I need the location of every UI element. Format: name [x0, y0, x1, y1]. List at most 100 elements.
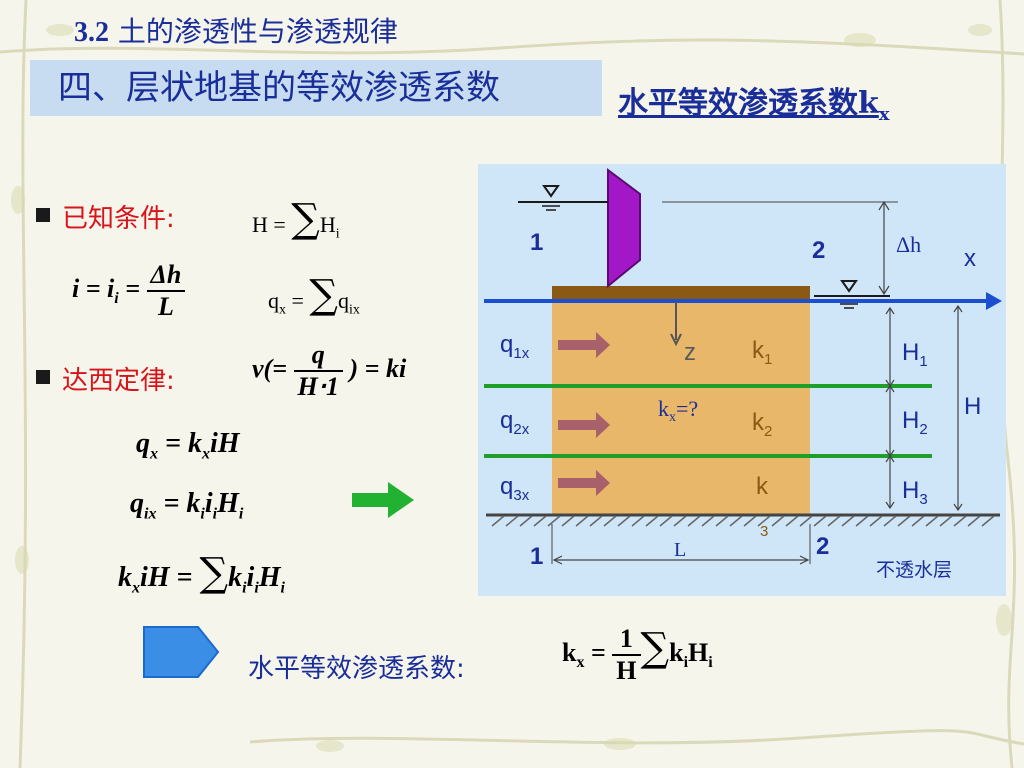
flow-label-2: q2x [500, 407, 530, 438]
title-text: 土的渗透性与渗透规律 [109, 15, 398, 48]
eq2-den: L [157, 292, 174, 321]
layer-k3-sub: 3 [760, 523, 768, 540]
section-2-bottom-label: 2 [816, 533, 829, 560]
kx-heading-text: 水平等效渗透系数k [618, 86, 879, 121]
e3-c: k [228, 562, 243, 593]
darcy-fraction: q H⋅1 [293, 340, 344, 402]
e2-a: q [130, 488, 144, 519]
result-num: 1 [612, 624, 641, 656]
e2-d: H [217, 488, 239, 519]
eq1-rhs: H [319, 212, 336, 237]
eq2-num: Δh [146, 260, 186, 292]
eq2-lhs-sub: i [114, 290, 119, 308]
soil-block [552, 286, 810, 514]
equation-gradient: i = ii = Δh L [72, 260, 186, 322]
equation-qx: qx = kxiH [136, 428, 240, 464]
e3-a: k [118, 562, 132, 593]
e2-c: i [204, 488, 213, 519]
e2-b-sub: i [200, 505, 205, 523]
result-rhs2-sub: i [708, 654, 713, 672]
e3-d-sub: i [254, 579, 259, 597]
flow-arrow-2-icon [558, 412, 610, 438]
known-conditions-label: 已知条件: [62, 204, 175, 234]
length-label: L [674, 539, 686, 561]
e3-e: H [258, 562, 281, 593]
darcy-den: H⋅1 [297, 372, 340, 401]
title-number: 3.2 [74, 17, 109, 48]
l-arrows-icon [552, 555, 810, 565]
page-title: 3.2 土的渗透性与渗透规律 [74, 10, 398, 50]
z-axis-arrow-icon [670, 333, 682, 347]
e3-e-sub: i [280, 579, 285, 597]
x-axis-label: x [964, 245, 976, 272]
equation-q-sum: qx = ∑qix [268, 272, 360, 318]
flow-label-1: q1x [500, 331, 530, 362]
soil-top-layer [552, 286, 810, 302]
result-rhs: k [669, 637, 684, 667]
eq1-rhs-sub: i [335, 226, 340, 242]
e1-b-sub: x [201, 445, 210, 463]
impermeable-label: 不透水层 [876, 559, 952, 581]
layer-k3-label: k [756, 473, 769, 500]
blue-pentagon-arrow-icon [143, 626, 220, 678]
eq1-lhs: H = [252, 212, 286, 237]
result-lhs: k [562, 637, 577, 667]
result-equation: kx = 1 H ∑kiHi [562, 624, 713, 686]
eq2-eq: = [125, 273, 141, 303]
layer-k1-label: k1 [752, 337, 772, 368]
darcy-lhs: v(= [252, 353, 288, 383]
height-h2-label: H2 [902, 407, 928, 438]
water-level-right-icon [840, 280, 858, 293]
darcy-num: q [293, 340, 344, 372]
equation-h-sum: H = ∑Hi [252, 196, 340, 242]
section-banner: 四、层状地基的等效渗透系数 [30, 60, 602, 116]
e1-a: q [136, 428, 150, 459]
green-right-arrow-icon [352, 482, 414, 518]
height-h1-label: H1 [902, 339, 928, 370]
sum-icon: ∑ [640, 624, 670, 671]
kx-heading: 水平等效渗透系数kx [618, 78, 890, 125]
e1-a-sub: x [150, 445, 158, 463]
gate-shape [607, 168, 641, 289]
section-1-top-label: 1 [530, 229, 543, 256]
flow-arrow-3-icon [558, 470, 610, 496]
e3-d: i [246, 562, 255, 593]
height-h3-label: H3 [902, 477, 928, 508]
delta-h-label: Δh [896, 232, 921, 257]
eq2-fraction: Δh L [146, 260, 186, 322]
z-axis-label: z [684, 339, 696, 366]
sum-icon: ∑ [199, 550, 229, 596]
sum-icon: ∑ [291, 196, 320, 242]
result-lhs-sub: x [576, 654, 585, 672]
result-rhs-sub: i [683, 654, 689, 672]
eq3-eq: = [291, 288, 304, 313]
layered-soil-diagram: 1 2 1 2 Δh x z q1x q2x q3x k1 k2 k 3 kx=… [478, 164, 1006, 596]
result-label: 水平等效渗透系数: [248, 654, 465, 684]
flow-label-3: q3x [500, 473, 530, 504]
section-2-top-label: 2 [812, 237, 825, 264]
e3-b: iH = [140, 562, 200, 593]
dh-arrows-icon [878, 200, 890, 296]
total-height-label: H [964, 393, 981, 420]
e3-c-sub: i [242, 579, 247, 597]
eq3-rhs: q [337, 288, 349, 313]
darcy-label: 达西定律: [62, 366, 175, 396]
darcy-equation: v(= q H⋅1 ) = ki [252, 340, 406, 402]
e2-a-sub: ix [144, 505, 157, 523]
darcy-rhs: ) = ki [349, 353, 407, 383]
bullet-square-icon [36, 208, 50, 222]
kx-heading-sub: x [878, 104, 890, 125]
kx-unknown-label: kx=? [658, 396, 698, 425]
eq3-lhs: q [268, 288, 279, 313]
e1-b: = k [158, 428, 202, 459]
eq3-rhs-sub: ix [348, 302, 360, 318]
result-rhs2: H [688, 637, 709, 667]
result-fraction: 1 H [612, 624, 641, 686]
e2-d-sub: i [238, 505, 244, 523]
h-layer-arrows-icon [885, 306, 895, 510]
sum-icon: ∑ [309, 272, 338, 318]
h-total-arrows-icon [953, 304, 963, 512]
eq2-lhs: i = i [72, 273, 115, 303]
equation-kx-sum: kxiH = ∑kiiiHi [118, 550, 285, 598]
